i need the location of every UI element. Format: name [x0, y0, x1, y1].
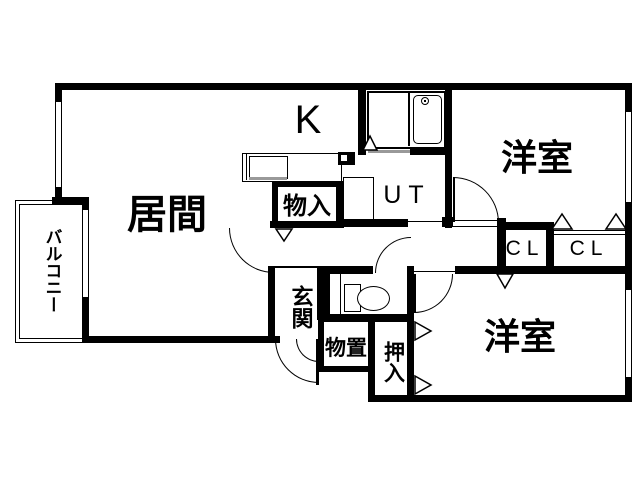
- kitchen-sink-shadow: [249, 177, 287, 180]
- wall-genkan-left: [268, 266, 275, 343]
- balcony-sliding-door: [82, 210, 89, 297]
- kitchen-sink: [249, 156, 288, 179]
- wall-toilet-bottom: [318, 314, 414, 322]
- wall-right: [625, 83, 632, 402]
- bedroom-bottom-door-arc: [414, 274, 453, 313]
- wall-hall-top-a: [270, 221, 344, 228]
- entrance-door-panel: [316, 339, 319, 385]
- bedroom-bottom-door-panel: [414, 274, 416, 313]
- wall-bath-bedroom: [445, 83, 452, 228]
- wall-ut-bottom: [343, 219, 408, 227]
- oshiire-door-marker-a: [414, 320, 433, 342]
- label-storage-in: 物入: [283, 192, 331, 220]
- wall-monoire-right: [336, 181, 343, 228]
- cl2-door-marker-a: [550, 212, 574, 230]
- window-bedroom-bottom: [625, 290, 632, 377]
- window-left-wall: [55, 102, 62, 187]
- bedroom-bottom-threshold: [414, 271, 455, 272]
- bath-door-marker: [361, 134, 379, 151]
- genkan-step-line: [273, 266, 322, 268]
- wall-top: [55, 83, 632, 90]
- label-bedroom-bottom: 洋室: [483, 316, 556, 357]
- label-entrance: 玄関: [288, 285, 314, 329]
- cl2-door-marker-b: [604, 212, 628, 230]
- label-storage-shed: 物置: [325, 337, 367, 360]
- living-door-arc: [229, 228, 274, 273]
- label-closet-2: CL: [569, 237, 609, 260]
- wall-monooki-left: [318, 320, 324, 372]
- wall-monooki-bottom: [318, 366, 375, 372]
- oshiire-door-marker-b: [414, 374, 433, 396]
- wall-cl1-top: [497, 222, 554, 230]
- bedroom-top-threshold-b: [453, 226, 497, 227]
- wall-oshiire-left: [368, 320, 375, 402]
- kitchen-counter-edge: [246, 154, 247, 180]
- wall-balcony-connector: [52, 197, 89, 204]
- bedroom-top-door-panel: [453, 177, 455, 222]
- wall-toilet-genkan: [317, 266, 330, 320]
- ut-door-threshold: [408, 221, 442, 222]
- label-utility: UT: [383, 180, 431, 209]
- label-balcony: バルコニー: [42, 227, 62, 313]
- label-futon-closet: 押入: [381, 341, 405, 383]
- label-closet-1: CL: [505, 237, 545, 260]
- balcony-outline-inner: [19, 204, 84, 339]
- wall-living-bottom: [82, 336, 280, 343]
- toilet-bowl-icon: [357, 286, 390, 311]
- bath-threshold: [368, 150, 410, 153]
- bath-faucet-dot: [424, 100, 426, 102]
- wall-oshiire-right: [407, 266, 414, 402]
- wall-monoire-top: [272, 181, 342, 187]
- label-bedroom-top: 洋室: [500, 137, 573, 178]
- washbasin-counter: [343, 177, 374, 223]
- cl2-front-line-a: [554, 230, 628, 231]
- bedroom-top-door-arc: [453, 177, 499, 223]
- bathtub-icon: [413, 95, 442, 144]
- wall-hall-bottom-right: [455, 266, 632, 274]
- wall-cl1-left: [497, 218, 506, 274]
- cl1-door-marker: [495, 273, 515, 290]
- wall-hall-bottom-left: [318, 266, 373, 274]
- bath-divider: [408, 92, 410, 146]
- toilet-partition-line: [340, 272, 341, 316]
- wall-bath-bottom: [410, 147, 452, 155]
- wall-kitchen-bath: [358, 83, 366, 155]
- toilet-door-arc: [375, 237, 411, 273]
- cl2-front-line-b: [554, 234, 628, 235]
- wall-monoire-left: [272, 181, 278, 223]
- wall-bottom-right: [370, 395, 632, 402]
- label-living-room: 居間: [127, 193, 207, 237]
- window-bedroom-top: [625, 112, 632, 202]
- wall-cl-divider: [546, 222, 554, 274]
- hallway-door-marker: [274, 228, 294, 243]
- label-kitchen: K: [294, 97, 322, 142]
- corner-post-notch: [341, 155, 347, 161]
